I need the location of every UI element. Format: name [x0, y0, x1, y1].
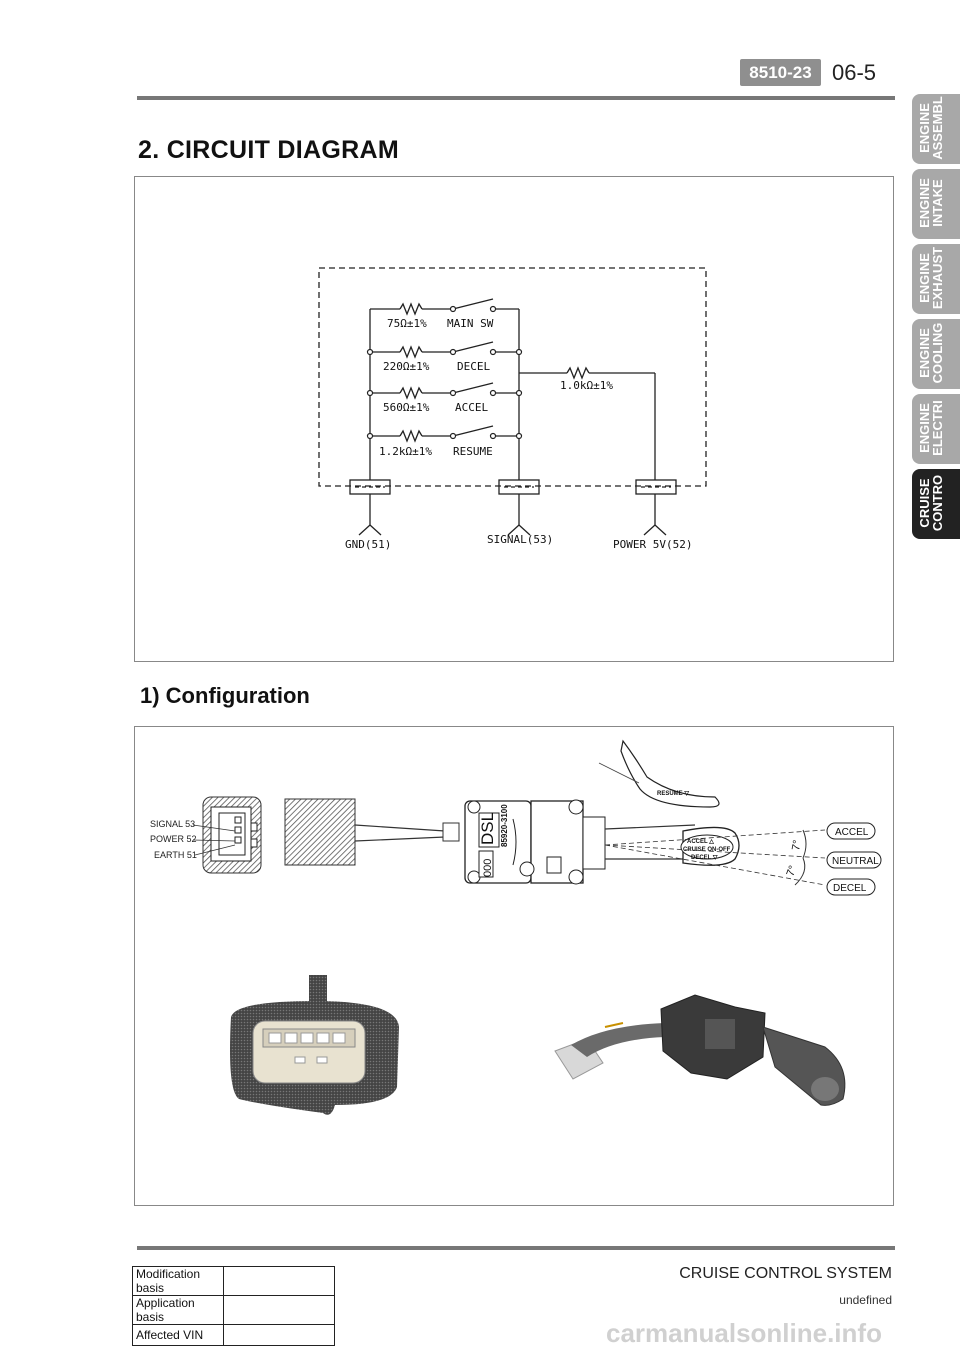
- switch-module-drawing: [464, 799, 606, 885]
- circuit-diagram-frame: 75Ω±1% MAIN SW 220Ω±1% DECEL 560Ω±1% ACC…: [134, 176, 894, 662]
- configuration-frame: SIGNAL 53 POWER 52 EARTH 51 DSL 859: [134, 726, 894, 1206]
- tab-cruise-control[interactable]: CRUISE CONTRO: [912, 469, 960, 539]
- lever-top-view-drawing: [598, 739, 720, 808]
- lever-drawing: [604, 824, 740, 866]
- tab-label: ENGINE COOLING: [917, 322, 945, 384]
- tab-label: CRUISE CONTRO: [917, 474, 945, 532]
- footer-system-title: CRUISE CONTROL SYSTEM: [679, 1265, 892, 1282]
- resistor-label-main: 75Ω±1%: [387, 317, 427, 330]
- resistor-label-decel: 220Ω±1%: [383, 360, 430, 373]
- module-code: 000: [482, 859, 494, 877]
- tab-engine-intake[interactable]: ENGINE INTAKE: [912, 169, 960, 239]
- position-label-accel: ACCEL: [835, 827, 869, 838]
- page-number: 06-5: [832, 60, 877, 85]
- row-value: [223, 1295, 335, 1325]
- modification-table: Modification basis Application basis Aff…: [132, 1266, 335, 1346]
- position-label-neutral: NEUTRAL: [832, 856, 879, 867]
- lever-resume-label: RESUME ▽: [657, 791, 689, 797]
- position-label-decel: DECEL: [833, 883, 867, 894]
- footer-subtitle: undefined: [839, 1293, 892, 1307]
- angle-label-lower: 7°: [785, 864, 800, 878]
- lever-accel-label: ACCEL △: [687, 838, 714, 845]
- connector-photo: [230, 975, 399, 1115]
- tab-engine-cooling[interactable]: ENGINE COOLING: [912, 319, 960, 389]
- section-code-badge: 8510-23: [740, 59, 821, 86]
- tab-engine-electrical[interactable]: ENGINE ELECTRI: [912, 394, 960, 464]
- angle-label-upper: 7°: [790, 839, 804, 851]
- resistor-label-resume: 1.2kΩ±1%: [379, 445, 432, 458]
- row-value: [223, 1266, 335, 1296]
- pin-label-signal: SIGNAL 53: [150, 819, 195, 829]
- tab-engine-assembly[interactable]: ENGINE ASSEMBL: [912, 94, 960, 164]
- tab-label: ENGINE EXHAUST: [917, 246, 945, 310]
- switch-label-main: MAIN SW: [447, 317, 494, 330]
- table-row: Affected VIN: [132, 1324, 335, 1346]
- section-subtitle: 1) Configuration: [140, 683, 310, 708]
- pin-label-earth: EARTH 51: [154, 850, 197, 860]
- page-title: 2. CIRCUIT DIAGRAM: [138, 136, 399, 164]
- top-divider: [137, 96, 895, 100]
- table-row: Modification basis: [132, 1266, 335, 1296]
- module-brand-label: DSL: [478, 812, 497, 845]
- row-value: [223, 1324, 335, 1346]
- pullup-resistor-label: 1.0kΩ±1%: [560, 379, 613, 392]
- watermark: carmanualsonline.info: [606, 1318, 882, 1348]
- table-row: Application basis: [132, 1295, 335, 1325]
- bottom-divider: [137, 1246, 895, 1250]
- switch-row-accel: [370, 382, 519, 400]
- connector-face-drawing: [192, 796, 262, 874]
- switch-label-resume: RESUME: [453, 445, 493, 458]
- circuit-diagram: 75Ω±1% MAIN SW 220Ω±1% DECEL 560Ω±1% ACC…: [318, 267, 707, 551]
- terminal-signal: SIGNAL(53): [487, 533, 553, 546]
- terminal-gnd: GND(51): [345, 538, 391, 551]
- tab-engine-exhaust[interactable]: ENGINE EXHAUST: [912, 244, 960, 314]
- lever-decel-label: DECEL ▽: [691, 855, 718, 861]
- resistor-label-accel: 560Ω±1%: [383, 401, 430, 414]
- lever-cruise-label: CRUISE ON-OFF: [683, 847, 731, 853]
- terminal-power: POWER 5V(52): [613, 538, 692, 551]
- module-part-number: 85920-3100: [500, 804, 509, 847]
- tab-label: ENGINE INTAKE: [917, 178, 945, 228]
- plug-housing-drawing: [284, 798, 356, 866]
- row-label: Modification basis: [132, 1266, 224, 1296]
- switch-label-decel: DECEL: [457, 360, 490, 373]
- switch-row-main: [370, 298, 519, 316]
- switch-assembly-photo: [554, 994, 846, 1106]
- switch-label-accel: ACCEL: [455, 401, 488, 414]
- row-label: Affected VIN: [132, 1324, 224, 1346]
- switch-row-resume: [370, 425, 519, 443]
- tab-label: ENGINE ASSEMBL: [917, 96, 945, 160]
- row-label: Application basis: [132, 1295, 224, 1325]
- switch-row-decel: [370, 341, 519, 359]
- tab-label: ENGINE ELECTRI: [917, 400, 945, 456]
- pin-label-power: POWER 52: [150, 834, 197, 844]
- configuration-illustration: SIGNAL 53 POWER 52 EARTH 51 DSL 859: [150, 739, 882, 1115]
